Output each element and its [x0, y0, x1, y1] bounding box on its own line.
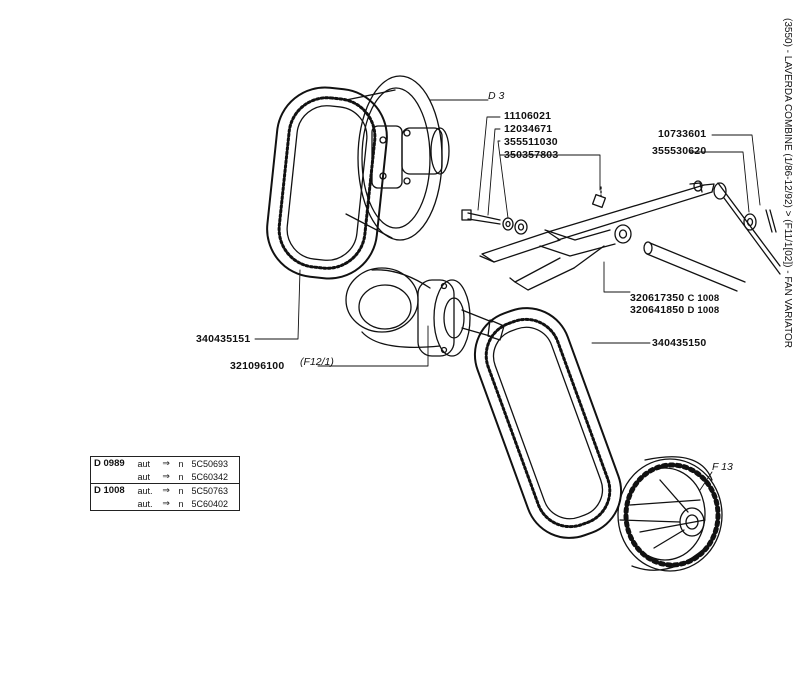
serial-number: 5C50693	[191, 458, 229, 469]
arrow-icon: ⇒	[162, 498, 170, 508]
table-row: D 1008 aut. ⇒ n 5C50763	[90, 483, 240, 497]
fan-variator-pulley	[346, 268, 504, 356]
part-number-355530620: 355530620	[652, 145, 707, 157]
serial-number: 5C50763	[188, 483, 240, 497]
arrow-icon: ⇒	[162, 471, 170, 481]
part-number-11106021: 11106021	[504, 110, 552, 122]
model-code: D 1008	[90, 483, 135, 497]
leader-lines	[255, 100, 760, 490]
right-v-belt	[463, 296, 634, 551]
driven-pulley	[618, 457, 722, 571]
part-number-value: 320617350	[630, 292, 685, 304]
n-label: n	[178, 458, 184, 469]
part-number-10733601: 10733601	[658, 128, 707, 140]
ref-label-f12-1: (F12/1)	[300, 356, 334, 368]
table-row: D 0989 aut ⇒ n 5C50693	[91, 457, 240, 471]
serial-number: 5C60342	[191, 471, 229, 482]
model-code: D 0989	[94, 458, 125, 469]
part-number-320641850: 320641850 D 1008	[630, 304, 719, 316]
page-title: (3550) - LAVERDA COMBINE (1/86-12/92) > …	[782, 18, 793, 349]
table-row: aut ⇒ n 5C60342	[91, 470, 240, 484]
aut-label: aut	[137, 471, 151, 482]
part-number-suffix: C 1008	[687, 293, 720, 304]
part-number-340435150: 340435150	[652, 337, 707, 349]
model-code	[91, 470, 135, 484]
upper-variator-pulley	[346, 76, 449, 240]
part-number-321096100: 321096100	[230, 360, 285, 372]
left-v-belt	[262, 83, 391, 283]
aut-label: aut.	[137, 498, 153, 509]
n-label: n	[178, 471, 184, 482]
part-number-suffix: D 1008	[687, 305, 720, 316]
arrow-icon: ⇒	[159, 483, 176, 497]
part-number-355511030: 355511030	[504, 136, 558, 148]
part-number-350357803: 350357803	[504, 149, 559, 161]
serial-number: 5C60402	[191, 498, 229, 509]
aut-label: aut	[137, 458, 151, 469]
aut-label: aut.	[134, 483, 160, 497]
ref-label-f13: F 13	[712, 461, 733, 473]
n-label: n	[178, 498, 184, 509]
part-number-value: 320641850	[630, 304, 685, 316]
table-row: aut. ⇒ n 5C60402	[91, 497, 240, 511]
part-number-320617350: 320617350 C 1008	[630, 292, 719, 304]
ref-label-d3: D 3	[488, 90, 505, 102]
model-code	[91, 497, 135, 511]
part-number-12034671: 12034671	[504, 123, 553, 135]
part-number-340435151: 340435151	[196, 333, 251, 345]
variator-lever-assembly	[480, 181, 780, 291]
n-label: n	[175, 483, 189, 497]
bolt-and-washers	[462, 187, 605, 234]
serial-number-table: D 0989 aut ⇒ n 5C50693 aut ⇒ n 5C60342 D…	[90, 456, 240, 511]
arrow-icon: ⇒	[162, 458, 170, 468]
